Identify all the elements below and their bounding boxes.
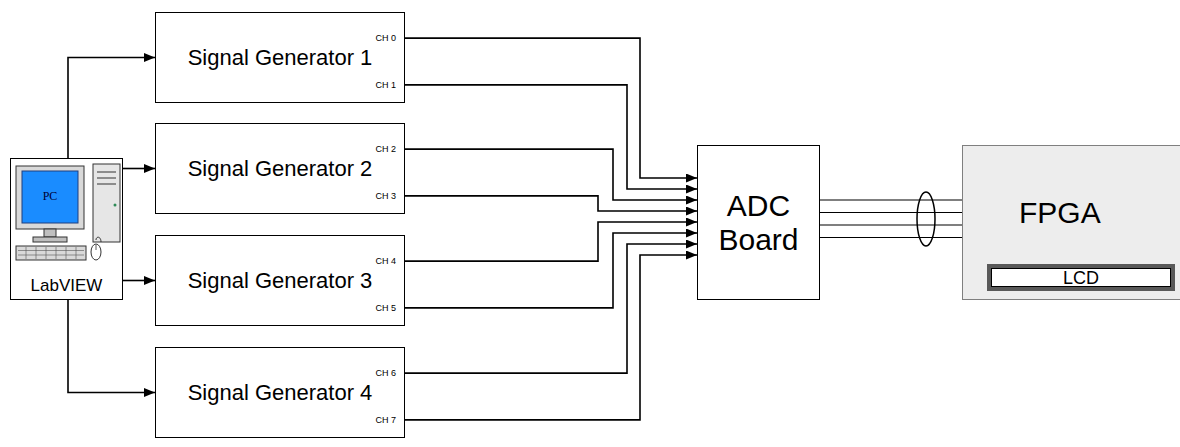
channel-label: CH 5 xyxy=(375,303,396,313)
signal-arrow xyxy=(68,300,155,393)
chip-label: FPGA xyxy=(1019,196,1101,231)
signal-generator-box: Signal Generator 4 CH 6 CH 7 xyxy=(155,347,405,438)
computer-label: PC xyxy=(22,171,78,223)
display-label: LCD xyxy=(991,269,1171,287)
signal-generator-box: Signal Generator 1 CH 0 CH 1 xyxy=(155,12,405,103)
generator-label: Signal Generator 1 xyxy=(156,45,404,70)
lcd-display: LCD xyxy=(987,264,1175,291)
channel-label: CH 4 xyxy=(375,256,396,266)
software-label: LabVIEW xyxy=(11,276,122,296)
computer-box: PC LabVIEW xyxy=(10,158,123,300)
bus-line xyxy=(820,224,962,225)
keyboard-keys xyxy=(18,247,84,259)
drive-slot xyxy=(97,178,116,179)
signal-arrow xyxy=(405,244,697,373)
signal-arrow xyxy=(405,196,697,211)
monitor-base xyxy=(33,237,67,242)
mouse xyxy=(91,244,101,260)
monitor-stand xyxy=(44,229,56,237)
board-label: ADC Board xyxy=(707,188,811,257)
mouse-cable xyxy=(96,237,101,242)
channel-label: CH 0 xyxy=(375,33,396,43)
power-led xyxy=(114,204,117,207)
mouse-button xyxy=(96,245,97,250)
monitor-frame xyxy=(16,166,84,229)
signal-arrow xyxy=(405,85,697,189)
monitor-screen xyxy=(22,171,78,223)
generator-label: Signal Generator 3 xyxy=(156,268,404,293)
channel-label: CH 3 xyxy=(375,191,396,201)
drive-slot xyxy=(97,172,116,173)
channel-label: CH 7 xyxy=(375,415,396,425)
signal-generator-box: Signal Generator 2 CH 2 CH 3 xyxy=(155,123,405,214)
drive-slot xyxy=(97,184,116,185)
signal-arrow xyxy=(405,38,697,178)
keyboard xyxy=(16,246,86,260)
channel-label: CH 2 xyxy=(375,144,396,154)
pc-tower xyxy=(93,164,120,242)
bus-line xyxy=(820,212,962,213)
signal-arrow xyxy=(123,168,155,170)
signal-arrow xyxy=(405,255,697,420)
signal-arrow xyxy=(68,58,155,159)
signal-arrow xyxy=(405,149,697,200)
signal-arrow xyxy=(123,280,155,282)
fpga-box: FPGA LCD xyxy=(962,145,1180,300)
generator-label: Signal Generator 4 xyxy=(156,380,404,405)
bus-line xyxy=(820,237,962,238)
channel-label: CH 1 xyxy=(375,80,396,90)
signal-generator-box: Signal Generator 3 CH 4 CH 5 xyxy=(155,235,405,326)
generator-label: Signal Generator 2 xyxy=(156,156,404,181)
adc-board-box: ADC Board xyxy=(697,145,820,300)
bus-line xyxy=(820,199,962,200)
channel-label: CH 6 xyxy=(375,368,396,378)
